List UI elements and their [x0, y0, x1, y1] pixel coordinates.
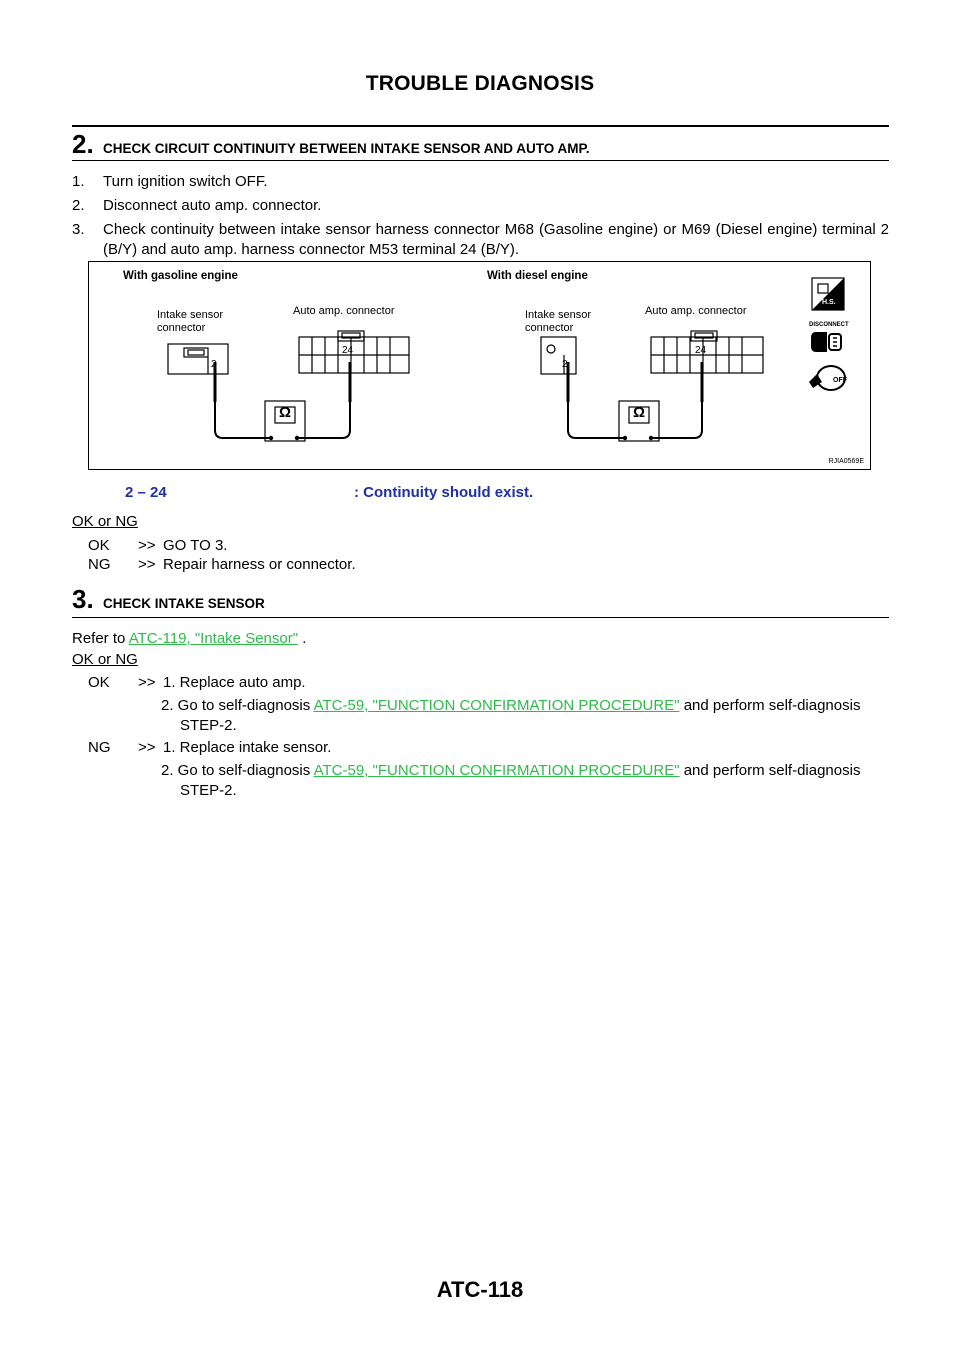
- terminal-number: 24: [342, 345, 354, 356]
- auto-amp-label: Auto amp. connector: [293, 305, 395, 317]
- step-title: CHECK CIRCUIT CONTINUITY BETWEEN INTAKE …: [103, 141, 590, 156]
- connector-latch: [183, 347, 209, 358]
- intake-sensor-label: connector: [525, 322, 574, 334]
- gasoline-engine-title: With gasoline engine: [123, 270, 238, 282]
- intake-sensor-connector-shape: [167, 343, 229, 375]
- auto-amp-label: Auto amp. connector: [645, 305, 747, 317]
- decision-label: OK or NG: [72, 651, 138, 668]
- continuity-test-diagram: With gasoline engine With diesel engine …: [88, 261, 871, 470]
- terminal-pair: 2 – 24: [125, 484, 167, 501]
- page-title: TROUBLE DIAGNOSIS: [365, 72, 595, 95]
- intake-sensor-label: Intake sensor: [157, 309, 224, 321]
- function-confirmation-link[interactable]: ATC-59, "FUNCTION CONFIRMATION PROCEDURE…: [313, 697, 680, 714]
- diesel-engine-title: With diesel engine: [487, 270, 588, 282]
- intake-sensor-label: Intake sensor: [525, 309, 592, 321]
- wiring-diagram-graphic: [167, 277, 846, 442]
- intake-sensor-link[interactable]: ATC-119, "Intake Sensor": [128, 630, 299, 647]
- ignition-off-icon: [809, 365, 846, 391]
- ohm-icon: Ω: [279, 404, 292, 421]
- ok-action-2: 2. Go to self-diagnosis ATC-59, "FUNCTIO…: [161, 697, 861, 734]
- terminal-number: 2: [562, 359, 568, 370]
- terminal-number: 24: [695, 345, 707, 356]
- step-number: 2: [72, 131, 94, 157]
- instruction-item: 2. Disconnect auto amp. connector.: [72, 197, 322, 214]
- ohm-icon: Ω: [633, 404, 646, 421]
- function-confirmation-link[interactable]: ATC-59, "FUNCTION CONFIRMATION PROCEDURE…: [313, 762, 680, 779]
- decision-label: OK or NG: [72, 513, 138, 530]
- disconnect-label: DISCONNECT: [809, 322, 849, 328]
- off-label: OFF: [833, 377, 847, 384]
- hs-badge-icon: [811, 277, 845, 311]
- step-number: 3: [72, 586, 94, 612]
- ng-action-2: 2. Go to self-diagnosis ATC-59, "FUNCTIO…: [161, 762, 861, 799]
- continuity-result: : Continuity should exist.: [354, 484, 534, 501]
- refer-line: Refer to ATC-119, "Intake Sensor" .: [72, 630, 307, 647]
- instruction-item: 3. Check continuity between intake senso…: [72, 221, 889, 258]
- disconnect-icon: [811, 332, 842, 352]
- instruction-item: 1. Turn ignition switch OFF.: [72, 173, 268, 190]
- step-2-heading: 2 CHECK CIRCUIT CONTINUITY BETWEEN INTAK…: [72, 125, 889, 161]
- step-3-heading: 3 CHECK INTAKE SENSOR: [72, 582, 889, 618]
- terminal-number: 2: [211, 359, 217, 370]
- ohmmeter-shape: [264, 400, 306, 442]
- intake-sensor-label: connector: [157, 322, 206, 334]
- step-title: CHECK INTAKE SENSOR: [103, 596, 265, 611]
- hs-badge-label: H.S.: [822, 299, 836, 306]
- page-number: ATC-118: [436, 1277, 524, 1302]
- figure-id: RJIA0569E: [828, 458, 864, 465]
- continuity-spec: 2 – 24 : Continuity should exist.: [125, 484, 533, 501]
